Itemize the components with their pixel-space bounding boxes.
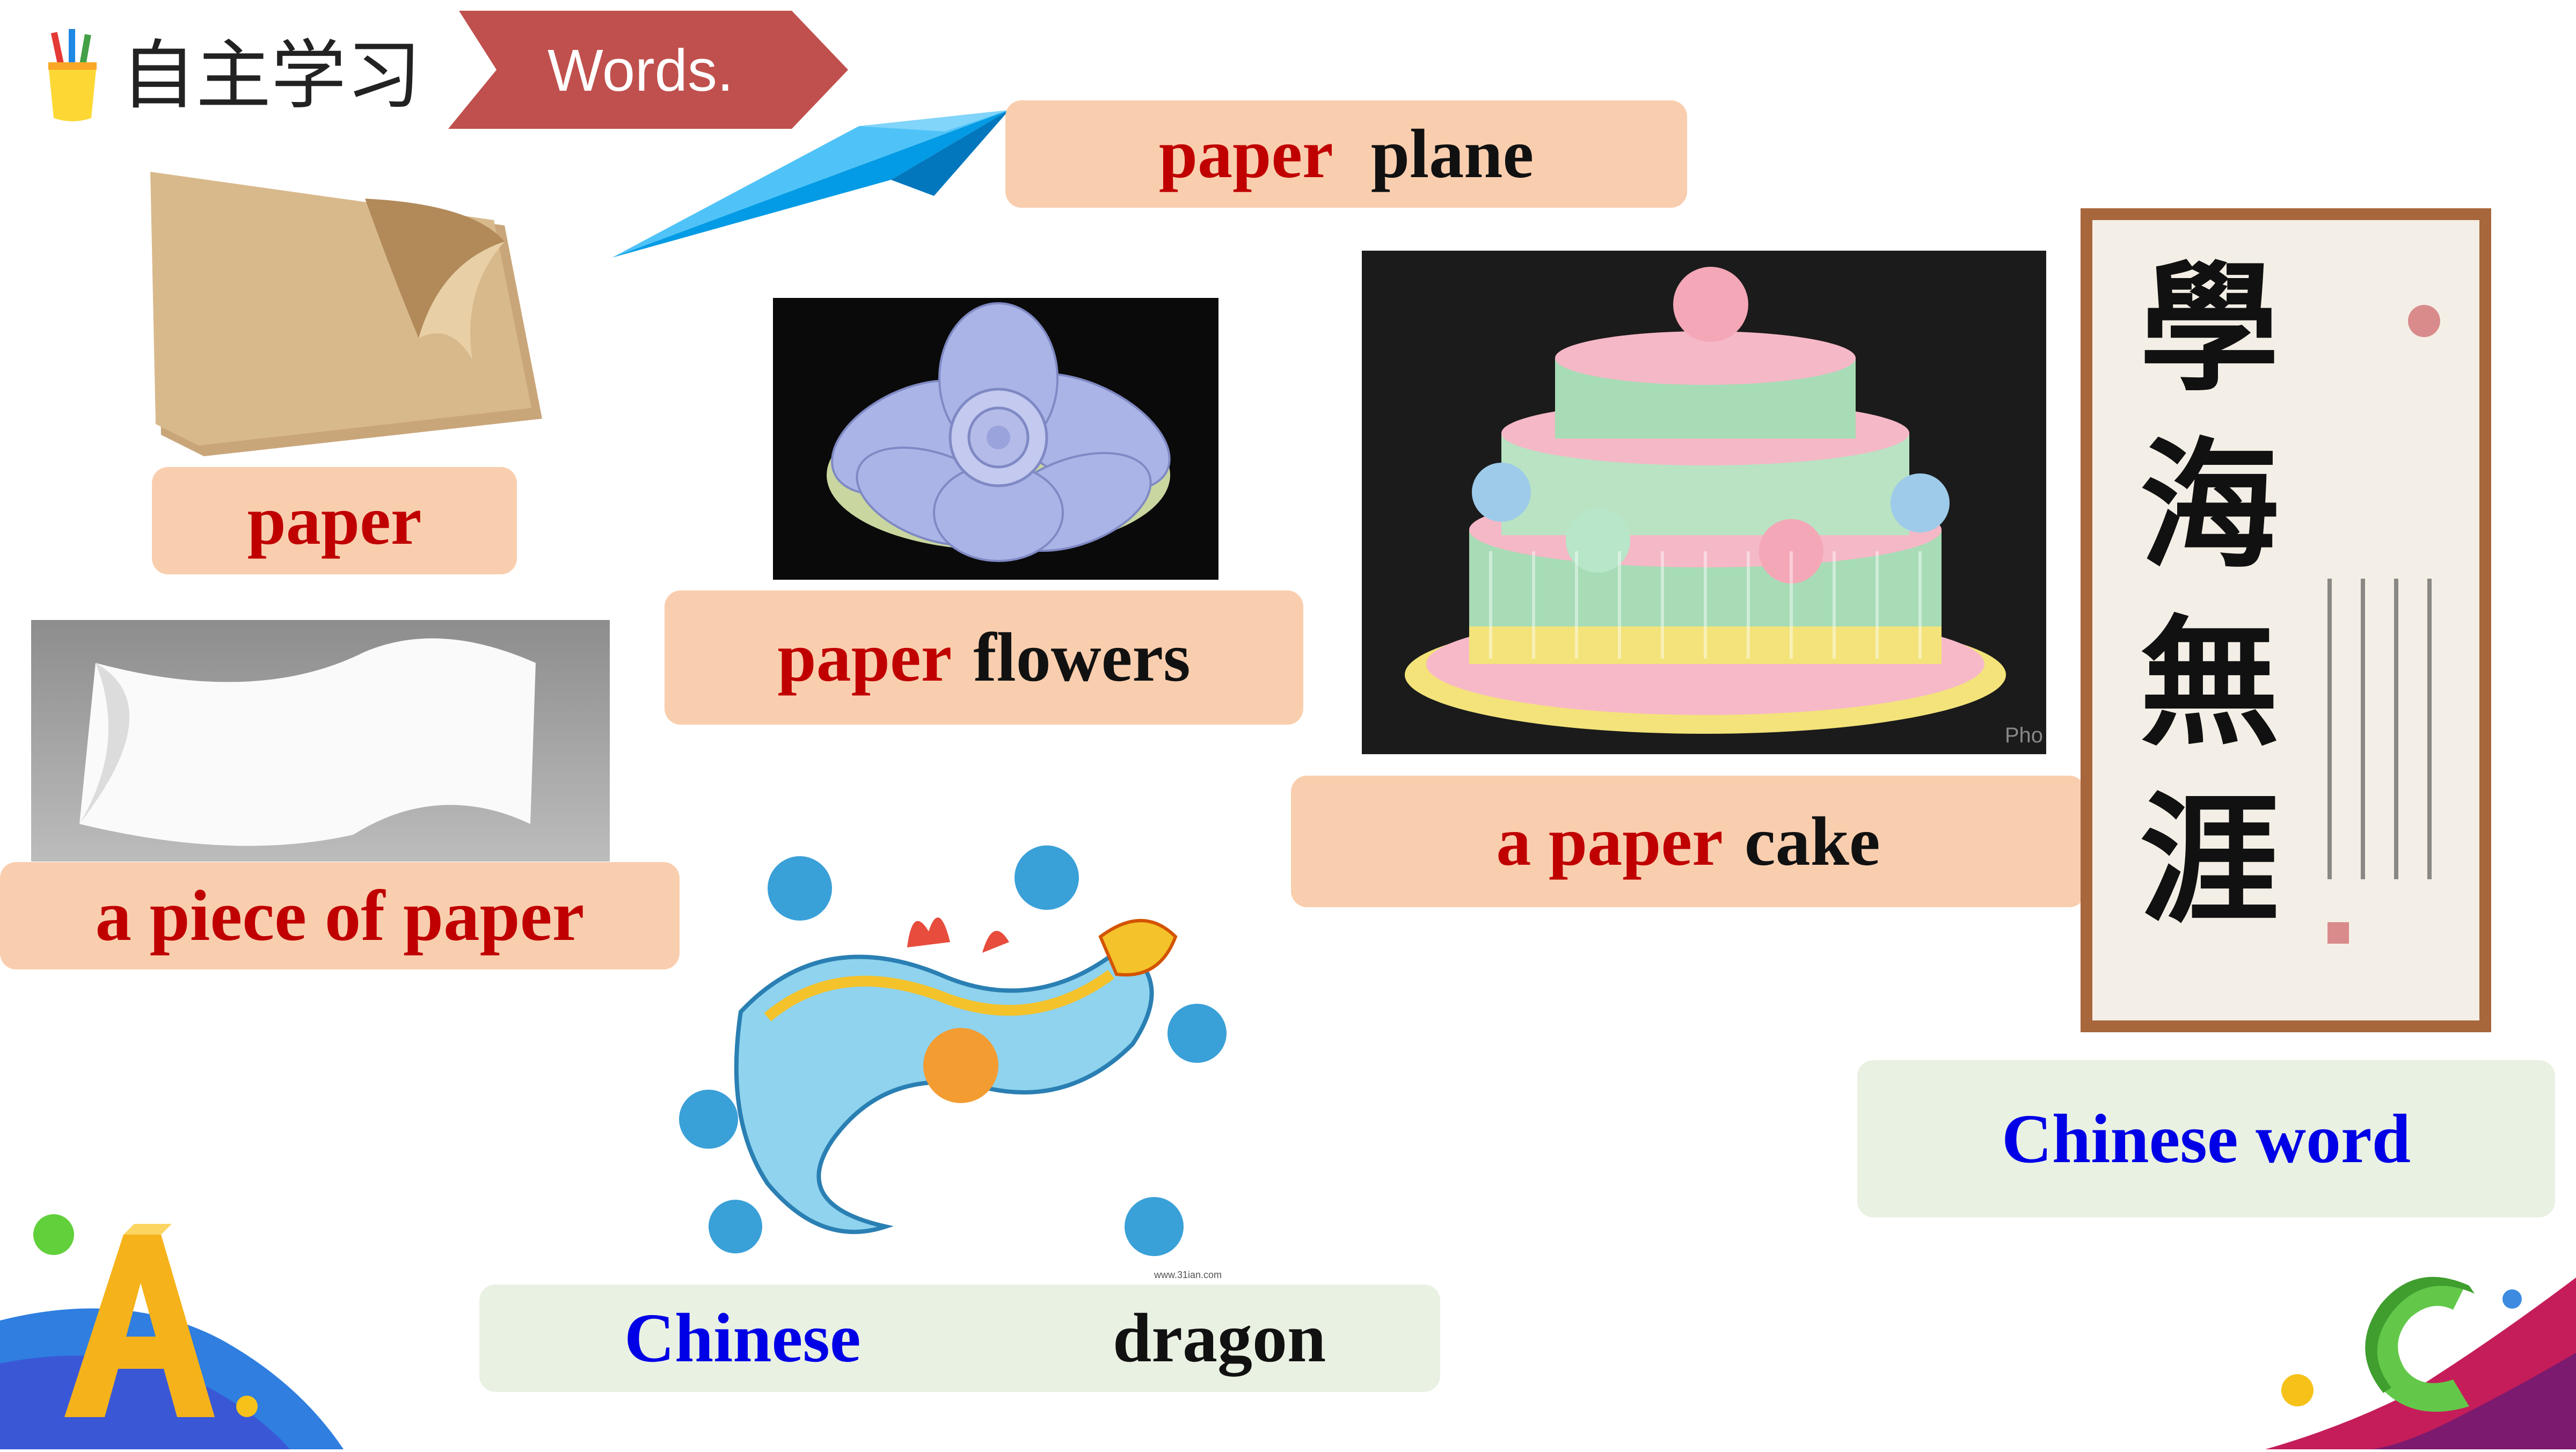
paper-plane-icon xyxy=(612,72,1009,260)
calligraphy-char: 學 xyxy=(2140,247,2279,411)
plane-word: plane xyxy=(1370,115,1534,193)
dragon-caption: www.31ian.com xyxy=(1154,1269,1222,1280)
chinese-word-label: Chinese word xyxy=(1857,1060,2555,1217)
a-piece-of-paper-words: a piece of paper xyxy=(95,875,585,956)
calligraphy-char: 海 xyxy=(2140,424,2279,588)
paper-plane-label: paper plane xyxy=(1005,100,1687,208)
paper-cake-label: a paper cake xyxy=(1291,776,2085,907)
calligraphy-char: 無 xyxy=(2140,601,2279,765)
dragon-word: dragon xyxy=(1113,1300,1326,1377)
chinese-word: Chinese xyxy=(624,1300,861,1377)
cake-word: cake xyxy=(1744,802,1880,880)
section-ribbon: Words. xyxy=(448,11,848,129)
flowers-word: flowers xyxy=(973,619,1191,696)
calligraphy-char: 涯 xyxy=(2140,778,2279,942)
ribbon-label: Words. xyxy=(548,38,734,104)
letter-c-decoration xyxy=(2212,1245,2576,1449)
calligraphy-scroll-image: 學 海 無 涯 xyxy=(2081,208,2491,1032)
paper-word: paper xyxy=(1158,115,1333,193)
paper-word: paper xyxy=(777,619,952,696)
paper-flowers-label: paper flowers xyxy=(665,590,1303,725)
paper-label: paper xyxy=(152,467,517,574)
chinese-dragon-image: www.31ian.com xyxy=(660,840,1267,1286)
cake-corner-mark: Pho xyxy=(2004,724,2043,747)
chinese-word-text: Chinese word xyxy=(2002,1100,2411,1178)
chinese-dragon-label: Chinese dragon xyxy=(479,1285,1440,1392)
paper-word: paper xyxy=(247,482,422,559)
seal-stamp xyxy=(2408,305,2440,337)
paper-flower-image xyxy=(773,298,1218,580)
a-paper-words: a paper xyxy=(1496,802,1723,880)
brown-paper-image xyxy=(140,166,558,456)
letter-a-decoration xyxy=(0,1202,365,1449)
piece-of-paper-label: a piece of paper xyxy=(0,862,680,969)
paper-cake-image: Pho xyxy=(1362,251,2046,754)
page-title: 自主学习 xyxy=(121,32,422,120)
white-paper-image xyxy=(31,620,610,862)
seal-stamp-small xyxy=(2327,922,2349,944)
inscription-text xyxy=(2306,579,2440,879)
pencil-cup-icon xyxy=(38,27,107,123)
